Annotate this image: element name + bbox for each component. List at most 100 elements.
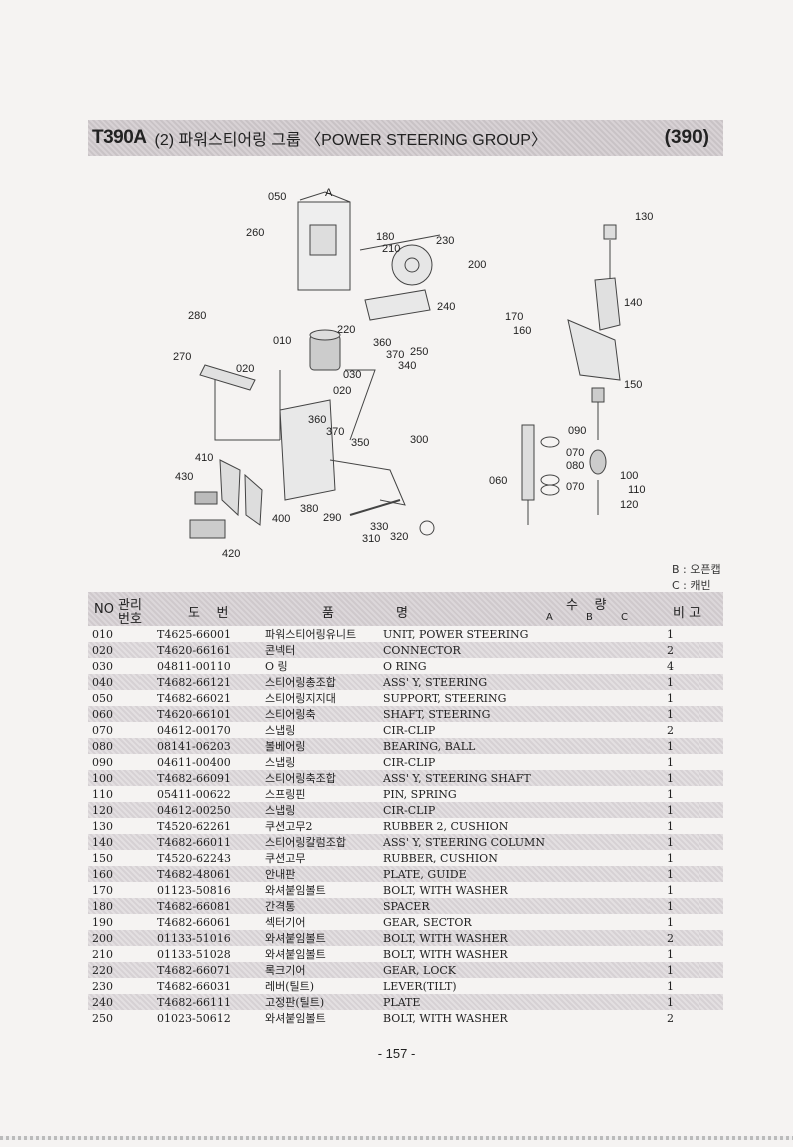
svg-text:080: 080 bbox=[566, 460, 584, 472]
row-name-eng: BEARING, BALL bbox=[383, 738, 631, 754]
row-qty-c: 1 bbox=[667, 755, 674, 769]
row-qty-c: 1 bbox=[667, 834, 699, 850]
row-qty-c: 1 bbox=[667, 994, 699, 1010]
row-name-kor: 록크기어 bbox=[265, 962, 383, 978]
row-qty-a bbox=[631, 914, 649, 930]
row-name-eng: CIR-CLIP bbox=[383, 755, 436, 769]
row-name-kor: 스냅링 bbox=[265, 756, 296, 769]
row-no: 100 bbox=[88, 770, 140, 786]
row-remark bbox=[699, 706, 723, 722]
row-remark bbox=[699, 626, 723, 642]
svg-text:A: A bbox=[325, 187, 333, 199]
row-qty-a bbox=[631, 690, 649, 706]
row-qty-a bbox=[631, 866, 649, 882]
svg-text:350: 350 bbox=[351, 437, 369, 449]
svg-text:260: 260 bbox=[246, 227, 264, 239]
row-name-eng: PIN, SPRING bbox=[383, 787, 457, 801]
svg-text:010: 010 bbox=[273, 335, 291, 347]
row-qty-c: 1 bbox=[667, 962, 699, 978]
row-part-no: T4682-66091 bbox=[140, 770, 265, 786]
row-qty-b bbox=[649, 674, 667, 690]
row-part-no: 08141-06203 bbox=[140, 738, 265, 754]
row-name-kor: 콘넥터 bbox=[265, 642, 383, 658]
row-no: 200 bbox=[88, 930, 140, 946]
row-qty-c: 1 bbox=[667, 947, 674, 961]
row-part-no: T4682-66031 bbox=[157, 979, 232, 993]
row-remark bbox=[699, 834, 723, 850]
svg-text:150: 150 bbox=[624, 379, 642, 391]
header-qty: 수 량 bbox=[566, 598, 607, 613]
header-part-no: 도 번 bbox=[188, 606, 229, 621]
row-remark bbox=[699, 722, 723, 738]
row-name-kor: 쿠션고무2 bbox=[265, 820, 313, 833]
row-qty-c: 1 bbox=[667, 802, 699, 818]
row-part-no: T4682-66021 bbox=[157, 691, 232, 705]
row-name-eng: BOLT, WITH WASHER bbox=[383, 1011, 508, 1025]
row-remark bbox=[699, 818, 723, 834]
row-remark bbox=[699, 978, 723, 994]
row-no: 020 bbox=[88, 642, 140, 658]
row-remark bbox=[699, 914, 723, 930]
row-qty-a bbox=[631, 946, 649, 962]
scan-strip bbox=[0, 1136, 793, 1140]
row-qty-b bbox=[649, 962, 667, 978]
row-qty-c: 1 bbox=[667, 674, 699, 690]
row-qty-a bbox=[631, 962, 649, 978]
svg-text:420: 420 bbox=[222, 548, 240, 560]
row-qty-c: 1 bbox=[667, 915, 674, 929]
row-qty-a bbox=[631, 738, 649, 754]
row-part-no: T4620-66161 bbox=[140, 642, 265, 658]
header-qty-c: C bbox=[621, 612, 628, 623]
row-name-eng: ASS' Y, STEERING SHAFT bbox=[383, 770, 631, 786]
row-remark bbox=[699, 770, 723, 786]
svg-text:020: 020 bbox=[333, 385, 351, 397]
row-qty-a bbox=[631, 882, 649, 898]
svg-text:360: 360 bbox=[373, 337, 391, 349]
svg-text:410: 410 bbox=[195, 452, 213, 464]
header-mgmt-top: 관리 bbox=[118, 598, 142, 613]
row-part-no: T4682-48061 bbox=[140, 866, 265, 882]
row-qty-a bbox=[631, 786, 649, 802]
model-code: T390A bbox=[92, 127, 147, 148]
row-name-kor: 파워스티어링유니트 bbox=[265, 628, 357, 641]
row-qty-b bbox=[649, 722, 667, 738]
row-qty-b bbox=[649, 626, 667, 642]
row-no: 220 bbox=[88, 962, 140, 978]
row-part-no: T4682-66081 bbox=[140, 898, 265, 914]
row-name-kor: 와셔붙임볼트 bbox=[265, 930, 383, 946]
row-name-kor: 와셔붙임볼트 bbox=[265, 948, 326, 961]
row-name-eng: PLATE, GUIDE bbox=[383, 866, 631, 882]
row-qty-c: 1 bbox=[667, 770, 699, 786]
row-qty-b bbox=[649, 770, 667, 786]
row-no: 090 bbox=[92, 755, 113, 769]
svg-text:100: 100 bbox=[620, 470, 638, 482]
svg-text:070: 070 bbox=[566, 447, 584, 459]
header-name-left: 품 bbox=[322, 606, 334, 621]
row-name-kor: 스티어링축 bbox=[265, 706, 383, 722]
row-no: 210 bbox=[92, 947, 113, 961]
row-qty-a bbox=[631, 658, 649, 674]
row-name-eng: GEAR, LOCK bbox=[383, 962, 631, 978]
row-name-eng: ASS' Y, STEERING bbox=[383, 674, 631, 690]
row-remark bbox=[699, 754, 723, 770]
row-remark bbox=[699, 1010, 723, 1026]
row-no: 250 bbox=[92, 1011, 113, 1025]
row-no: 080 bbox=[88, 738, 140, 754]
svg-text:370: 370 bbox=[326, 426, 344, 438]
row-qty-b bbox=[649, 786, 667, 802]
row-remark bbox=[699, 898, 723, 914]
row-part-no: T4520-62243 bbox=[157, 851, 232, 865]
row-part-no: T4682-66011 bbox=[140, 834, 265, 850]
row-name-eng: CIR-CLIP bbox=[383, 723, 436, 737]
svg-text:230: 230 bbox=[436, 235, 454, 247]
svg-text:050: 050 bbox=[268, 191, 286, 203]
row-part-no: T4682-66111 bbox=[140, 994, 265, 1010]
